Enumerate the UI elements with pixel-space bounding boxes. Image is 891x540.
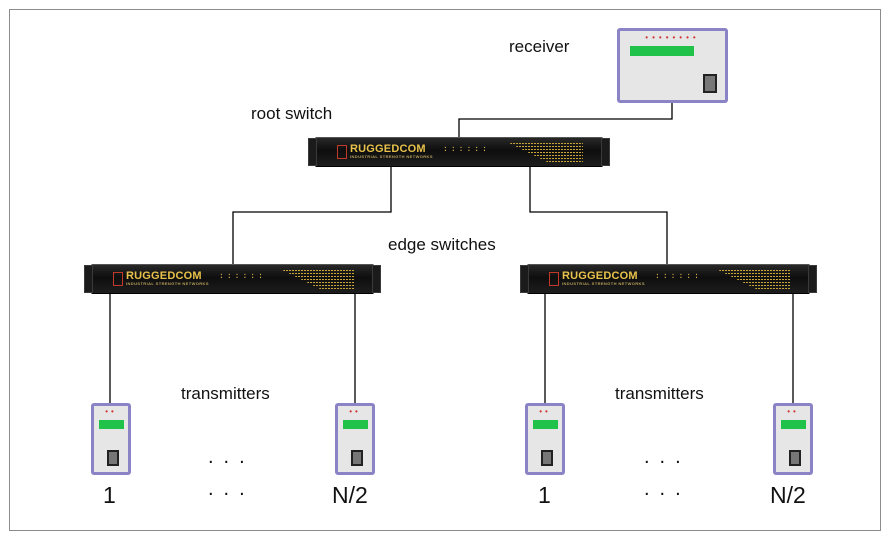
edge-switch-right-icon: RUGGEDCOM INDUSTRIAL STRENGTH NETWORKS :… [520, 264, 817, 294]
receiver-leds: •••••••• [645, 33, 700, 42]
transmitter-icon: •• [773, 403, 813, 475]
root-switch-label: root switch [251, 104, 333, 123]
transmitter-index-first-right: 1 [538, 482, 551, 508]
transmitter-icon: •• [525, 403, 565, 475]
transmitter-icon: •• [91, 403, 131, 475]
switch-logo: RUGGEDCOM INDUSTRIAL STRENGTH NETWORKS [337, 144, 433, 159]
edge-switch-left-icon: RUGGEDCOM INDUSTRIAL STRENGTH NETWORKS :… [84, 264, 381, 294]
ellipsis-left-top: ... [208, 446, 255, 468]
switch-leds: :::::: [655, 271, 702, 280]
switch-wedge-graphic [280, 269, 354, 289]
wire-root-edge-left [232, 164, 392, 265]
ellipsis-left-bottom: ... [208, 478, 255, 500]
ellipsis-right-top: ... [644, 446, 691, 468]
switch-leds: :::::: [443, 144, 490, 153]
receiver-screen [630, 46, 694, 56]
switch-logo: RUGGEDCOM INDUSTRIAL STRENGTH NETWORKS [549, 271, 645, 286]
ellipsis-right-bottom: ... [644, 478, 691, 500]
transmitter-index-first-left: 1 [103, 482, 116, 508]
transmitter-index-last-right: N/2 [770, 482, 806, 508]
switch-wedge-graphic [716, 269, 790, 289]
diagram-frame [9, 9, 881, 531]
receiver-port [703, 74, 717, 93]
root-switch-icon: RUGGEDCOM INDUSTRIAL STRENGTH NETWORKS :… [308, 137, 610, 167]
switch-wedge-graphic [507, 142, 583, 162]
transmitter-index-last-left: N/2 [332, 482, 368, 508]
receiver-label: receiver [509, 37, 570, 56]
transmitter-icon: •• [335, 403, 375, 475]
receiver-icon: •••••••• [617, 28, 728, 103]
wire-root-edge-right [529, 164, 668, 265]
switch-logo: RUGGEDCOM INDUSTRIAL STRENGTH NETWORKS [113, 271, 209, 286]
switch-leds: :::::: [219, 271, 266, 280]
transmitters-label-left: transmitters [181, 384, 270, 403]
transmitters-label-right: transmitters [615, 384, 704, 403]
edge-switches-label: edge switches [388, 235, 496, 254]
wire-receiver-root [458, 103, 673, 138]
